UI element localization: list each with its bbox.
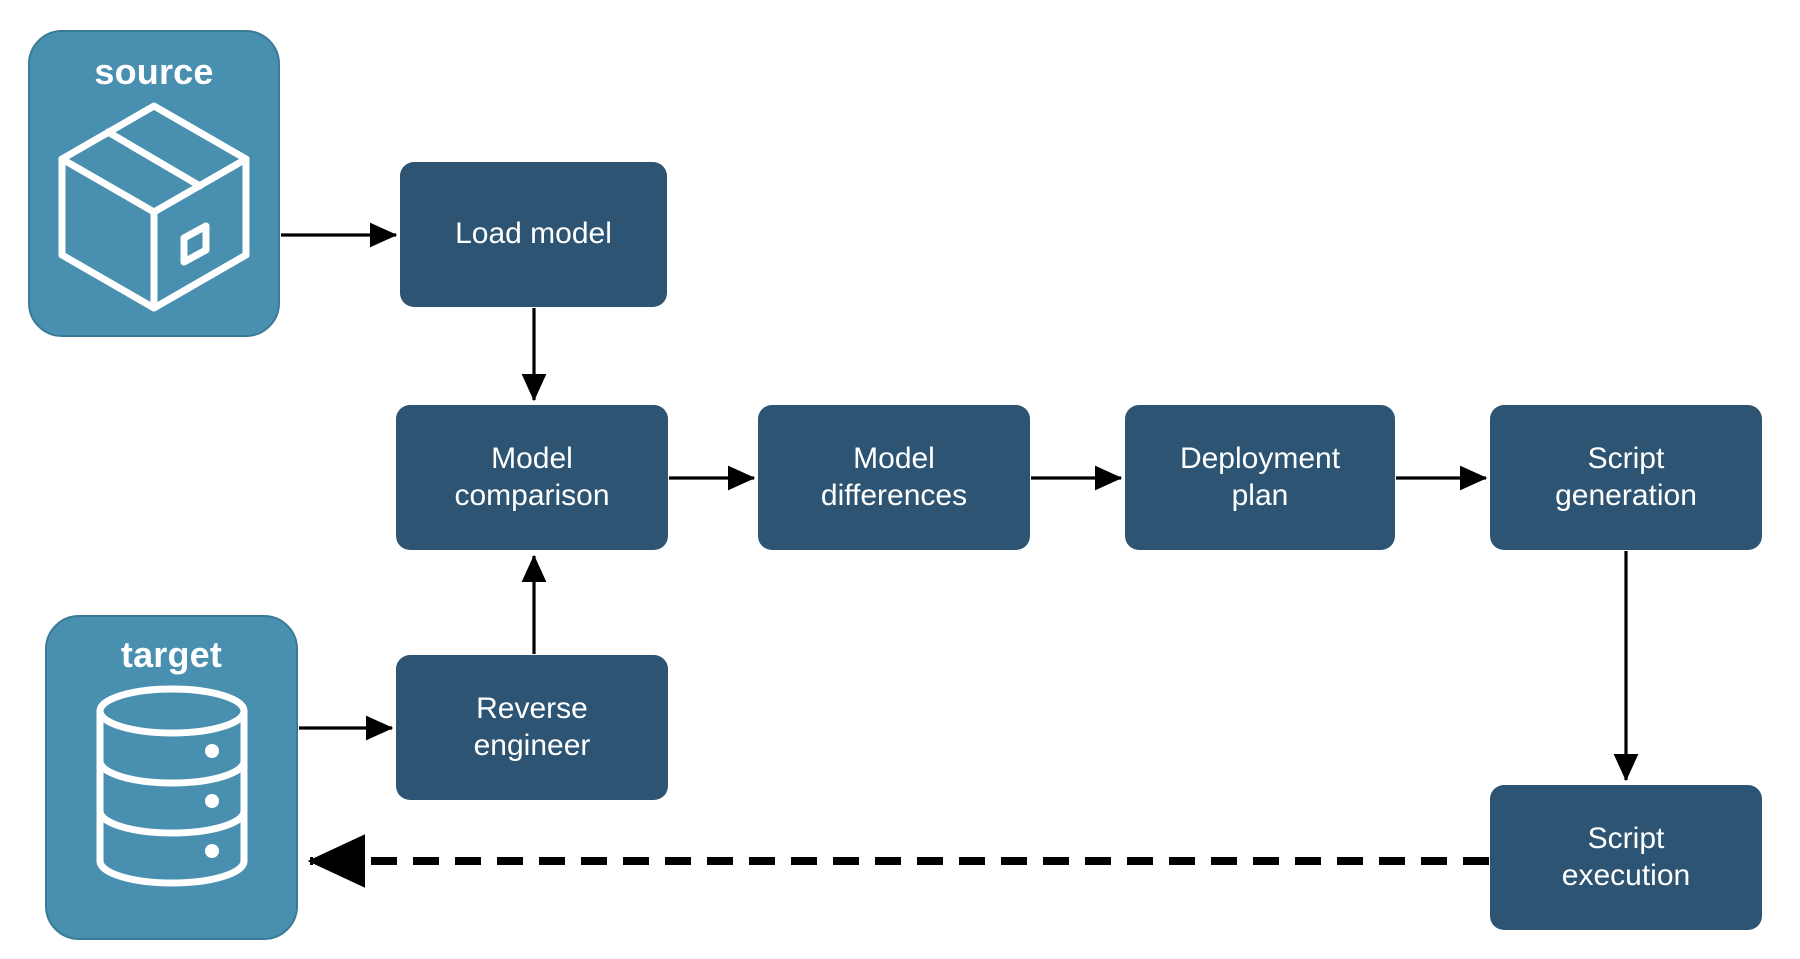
node-model-differences[interactable]: Model differences [758,405,1030,550]
node-load-model[interactable]: Load model [400,162,667,307]
node-reverse-engineer-label: Reverse engineer [473,691,591,762]
node-model-differences-label: Model differences [820,441,968,512]
endpoint-target[interactable]: target [45,615,298,940]
node-script-execution[interactable]: Script execution [1490,785,1762,930]
node-load-model-label: Load model [455,217,612,251]
node-script-execution-label: Script execution [1561,821,1691,892]
node-deployment-plan[interactable]: Deployment plan [1125,405,1395,550]
node-script-generation[interactable]: Script generation [1490,405,1762,550]
node-deployment-plan-label: Deployment plan [1179,441,1341,512]
node-script-generation-label: Script generation [1555,441,1697,512]
node-model-comparison-label: Model comparison [454,441,610,512]
endpoint-source[interactable]: source [28,30,280,337]
node-reverse-engineer[interactable]: Reverse engineer [396,655,668,800]
node-model-comparison[interactable]: Model comparison [396,405,668,550]
endpoint-target-label: target [120,634,223,675]
package-box-icon [54,98,254,321]
database-cylinder-icon [92,685,252,892]
endpoint-source-label: source [94,51,214,92]
